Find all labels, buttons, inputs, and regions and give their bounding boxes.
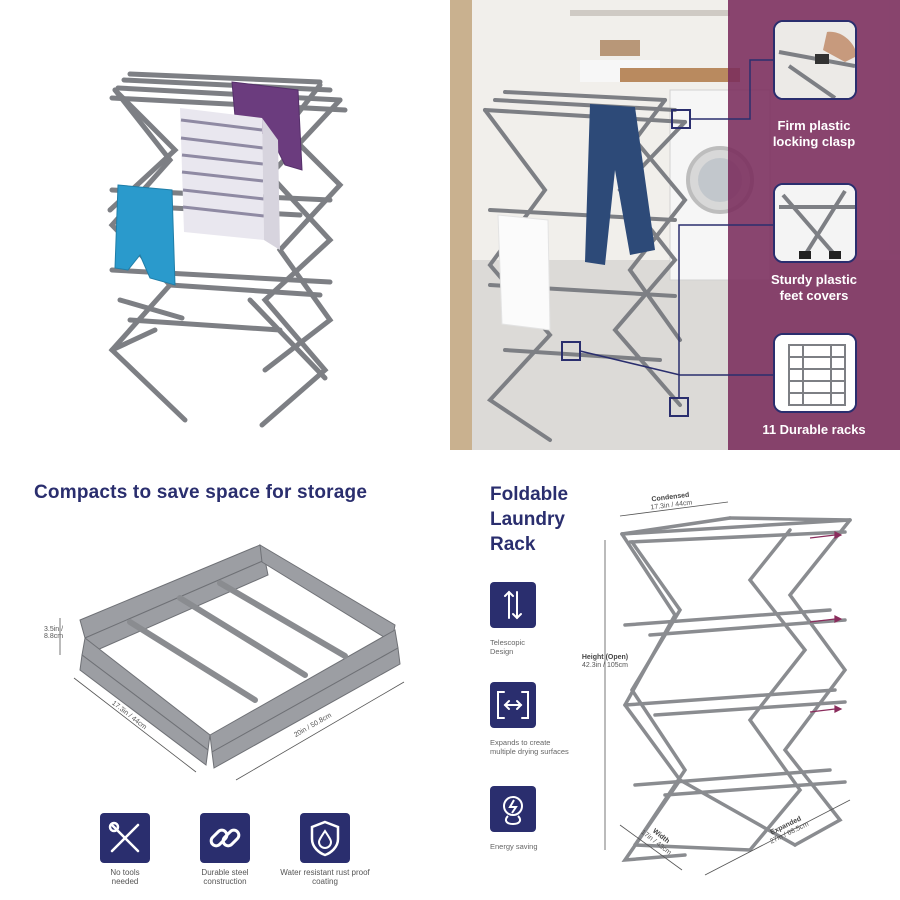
vertical-arrows-icon [490, 582, 536, 628]
callout-connectors [579, 59, 773, 398]
callout-image-feet [773, 183, 857, 263]
height-dimension: 3.5in / 8.8cm [44, 626, 64, 640]
lifestyle-photo-with-callouts: Firm plastic locking clasp Sturdy plasti… [450, 0, 900, 450]
height-dimension: Height (Open) 42.3in / 105cm [580, 654, 630, 670]
feature-caption-rust-proof: Water resistant rust proof coating [280, 868, 370, 886]
white-towel [497, 214, 551, 331]
feature-caption-steel: Durable steel construction [201, 868, 249, 886]
hand-icon [823, 31, 855, 62]
feature-caption-energy: Energy saving [490, 842, 538, 851]
dimensions-panel: Foldable Laundry Rack Telescopic Design … [450, 450, 900, 900]
jeans [585, 104, 655, 265]
height-value: 42.3in / 105cm [582, 662, 628, 669]
horizontal-expand-icon [490, 682, 536, 728]
callout-image-clasp [773, 20, 857, 100]
feature-caption-no-tools: No tools needed [110, 868, 140, 886]
expanded-rack-illustration [604, 501, 852, 876]
callout-image-racks [773, 333, 857, 413]
striped-towel [180, 108, 280, 250]
feature-caption-expands: Expands to create multiple drying surfac… [490, 738, 569, 756]
energy-bulb-icon [490, 786, 536, 832]
product-title: Foldable Laundry Rack [490, 484, 569, 555]
blue-shirt [114, 184, 176, 286]
water-drop-shield-icon [300, 813, 350, 863]
product-photo-rack-with-laundry [0, 0, 450, 450]
height-label: Height (Open) [581, 654, 629, 661]
wooden-counter [620, 68, 740, 82]
chain-link-icon [200, 813, 250, 863]
storage-panel: Compacts to save space for storage 3.5i [0, 450, 450, 900]
wrench-screwdriver-crossed-icon [100, 813, 150, 863]
feature-caption-telescopic: Telescopic Design [490, 638, 526, 656]
teddy-bear [600, 40, 640, 56]
callout-label-feet: Sturdy plastic feet covers [771, 272, 857, 303]
callout-label-clasp: Firm plastic locking clasp [772, 118, 856, 149]
folded-rack-illustration [59, 544, 405, 781]
rack-illustration [107, 71, 348, 428]
callout-label-racks: 11 Durable racks [762, 422, 866, 437]
storage-title: Compacts to save space for storage [34, 482, 368, 503]
